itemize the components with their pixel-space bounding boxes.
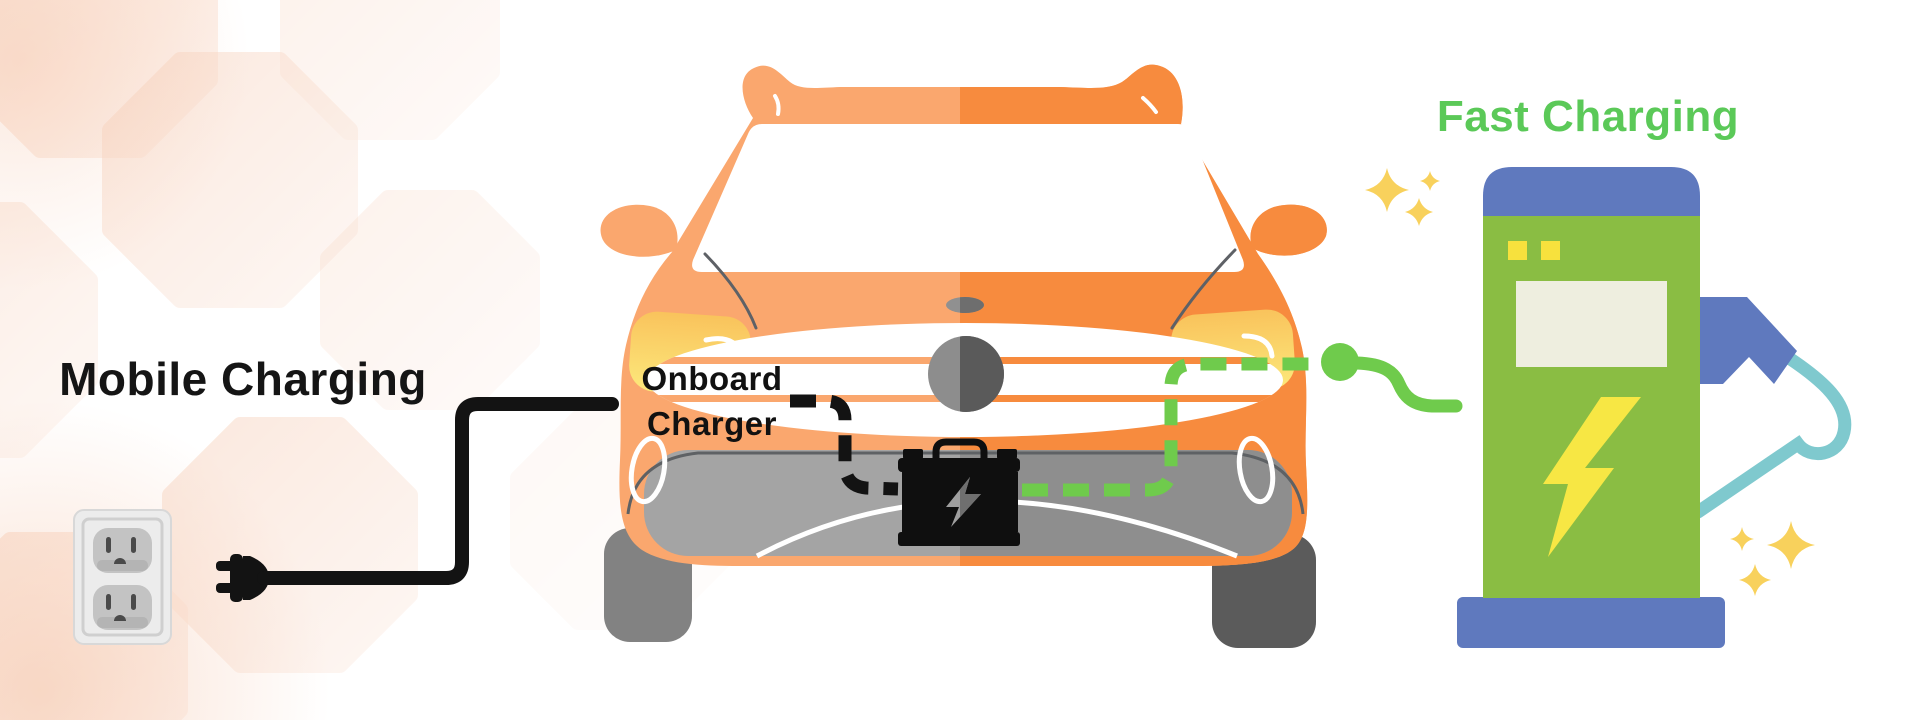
ac-power-cable — [257, 397, 619, 585]
car-mirror-left — [600, 204, 678, 257]
outlet-socket-bottom — [93, 585, 152, 630]
car-icon — [600, 64, 1327, 648]
mobile-charging-label: Mobile Charging — [59, 353, 427, 405]
car-battery-icon — [898, 438, 1020, 546]
outlet-socket-top — [93, 528, 152, 573]
charging-nozzle-icon — [1700, 297, 1797, 384]
car-windshield — [692, 124, 1244, 272]
station-cap — [1483, 167, 1700, 216]
fast-charging-label: Fast Charging — [1436, 92, 1740, 141]
wall-outlet-icon — [73, 509, 172, 645]
battery-handle — [932, 438, 988, 466]
fog-light-left — [628, 435, 668, 505]
charge-connector-dot — [1321, 343, 1359, 381]
onboard-charger-label: Onboard Charger — [641, 360, 783, 442]
station-base — [1457, 597, 1725, 648]
nozzle-cable — [1691, 351, 1852, 519]
hood-crease-left — [703, 252, 758, 330]
sparkle-icon — [1365, 168, 1815, 596]
bumper-outline — [626, 451, 1305, 515]
station-indicator-2 — [1541, 241, 1560, 260]
roof-highlight-right — [1141, 96, 1158, 114]
station-indicator-1 — [1508, 241, 1527, 260]
hood-crease-right — [1170, 248, 1237, 330]
power-plug-icon — [216, 554, 269, 602]
roof-highlight-left — [773, 94, 781, 116]
station-body — [1483, 214, 1700, 598]
ac-charge-dashed-path — [790, 394, 899, 496]
charging-station-icon — [1457, 167, 1797, 648]
station-bolt-icon — [1543, 397, 1641, 557]
station-screen — [1516, 281, 1667, 367]
dc-charge-dashed-path — [1022, 357, 1318, 497]
dc-charge-cable — [1350, 356, 1463, 413]
fog-light-right — [1236, 435, 1276, 505]
